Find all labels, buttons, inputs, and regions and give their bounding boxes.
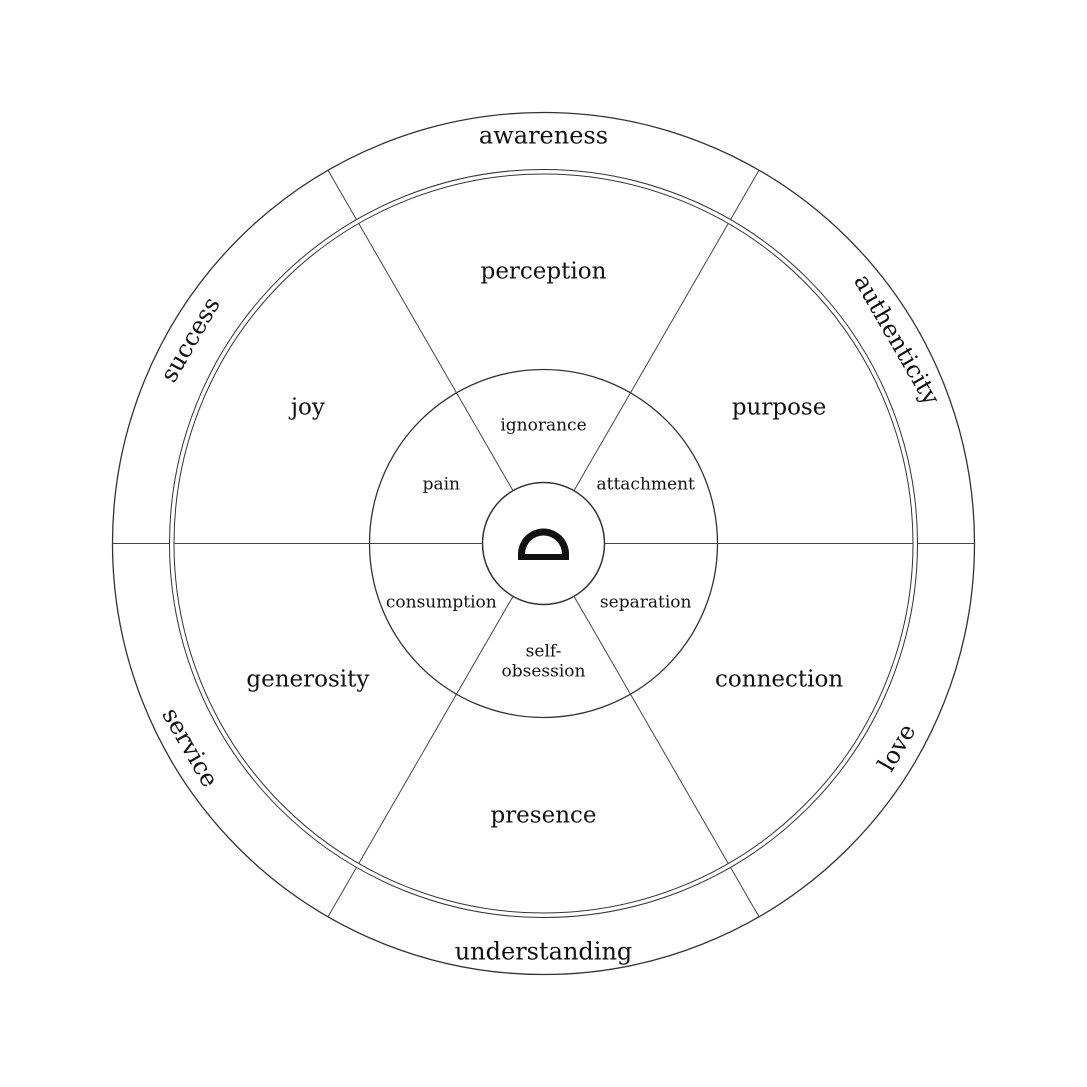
- center-circle: [481, 481, 606, 606]
- logo-arch-icon: [518, 528, 569, 560]
- inner-label-1-line-0: attachment: [597, 475, 696, 495]
- middle-label-perception: perception: [481, 259, 607, 285]
- inner-label-3-line-1: obsession: [502, 662, 586, 682]
- spokes: [112, 169, 975, 918]
- middle-label-connection: connection: [715, 667, 843, 693]
- inner-label-2-line-0: separation: [600, 593, 692, 613]
- inner-label-5-line-0: pain: [423, 475, 460, 495]
- spoke-inner-4: [358, 596, 514, 864]
- outer-label-service: service: [156, 703, 224, 792]
- outer-label-authenticity: authenticity: [848, 269, 946, 410]
- spoke-outer-3: [730, 867, 760, 918]
- middle-label-purpose: purpose: [732, 395, 827, 421]
- spoke-inner-3: [573, 596, 729, 864]
- outer-label-awareness: awareness: [479, 122, 608, 150]
- outer-label-understanding: understanding: [455, 938, 633, 966]
- spoke-outer-0: [327, 169, 357, 220]
- middle-label-joy: joy: [288, 395, 325, 421]
- semicircle-logo: [518, 528, 569, 560]
- inner-label-4-line-0: consumption: [386, 593, 497, 613]
- spoke-outer-4: [327, 867, 357, 918]
- spoke-outer-1: [730, 169, 760, 220]
- spoke-inner-0: [358, 223, 514, 491]
- outer-label-love: love: [872, 719, 921, 776]
- outer-label-success: success: [155, 292, 226, 387]
- inner-label-3-line-0: self-: [526, 642, 562, 662]
- spoke-inner-1: [573, 223, 729, 491]
- middle-label-presence: presence: [490, 803, 596, 829]
- inner-label-0-line-0: ignorance: [500, 416, 586, 436]
- middle-label-generosity: generosity: [246, 667, 369, 693]
